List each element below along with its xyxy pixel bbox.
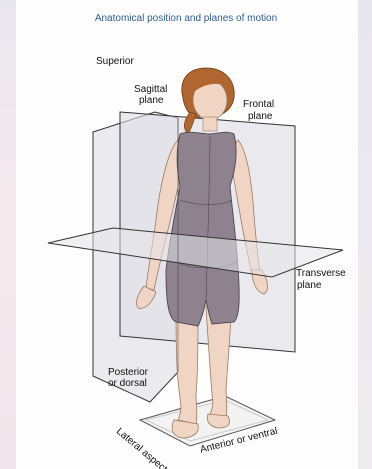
posterior-label-line1: Posterior <box>108 367 148 378</box>
bodysuit <box>166 132 239 326</box>
frontal-label-line2: plane <box>248 111 272 122</box>
sagittal-label-line2: plane <box>139 95 163 106</box>
sagittal-label-line1: Sagittal <box>134 84 167 95</box>
posterior-label-line2: or dorsal <box>108 378 147 389</box>
transverse-label-line1: Transverse <box>296 268 346 279</box>
superior-label: Superior <box>96 56 134 67</box>
transverse-label-line2: plane <box>297 280 321 291</box>
frontal-label-line1: Frontal <box>243 99 274 110</box>
